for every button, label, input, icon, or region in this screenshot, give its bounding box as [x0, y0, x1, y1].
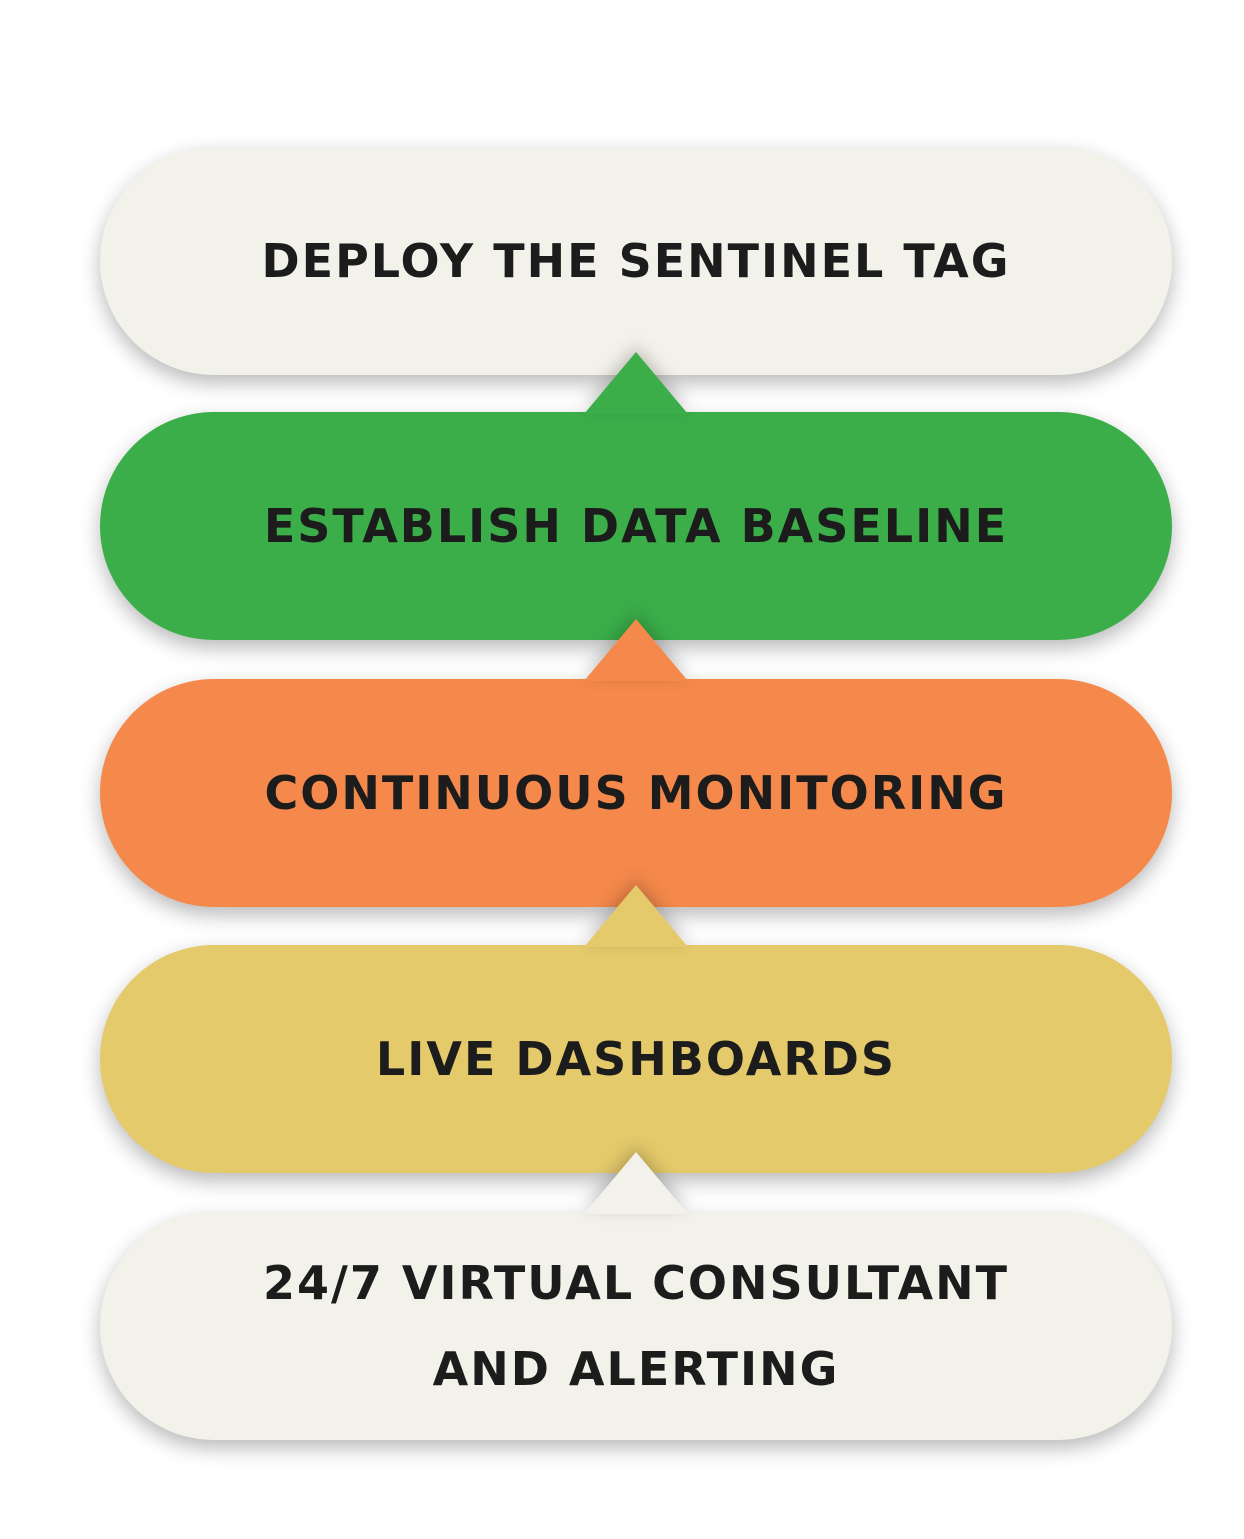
step-label: ESTABLISH DATA BASELINE — [263, 499, 1009, 553]
up-arrow-icon — [584, 352, 688, 414]
step-label: 24/7 VIRTUAL CONSULTANT AND ALERTING — [263, 1256, 1009, 1396]
step-live-dashboards: LIVE DASHBOARDS — [100, 885, 1172, 1173]
up-arrow-icon — [584, 885, 688, 947]
step-virtual-consultant-alerting: 24/7 VIRTUAL CONSULTANT AND ALERTING — [100, 1152, 1172, 1440]
step-label: CONTINUOUS MONITORING — [264, 766, 1008, 820]
step-continuous-monitoring: CONTINUOUS MONITORING — [100, 619, 1172, 907]
step-establish-data-baseline: ESTABLISH DATA BASELINE — [100, 352, 1172, 640]
up-arrow-icon — [584, 619, 688, 681]
up-arrow-icon — [584, 1152, 688, 1214]
step-deploy-sentinel-tag: DEPLOY THE SENTINEL TAG — [100, 147, 1172, 375]
step-label: LIVE DASHBOARDS — [375, 1032, 897, 1086]
step-label: DEPLOY THE SENTINEL TAG — [261, 234, 1011, 288]
